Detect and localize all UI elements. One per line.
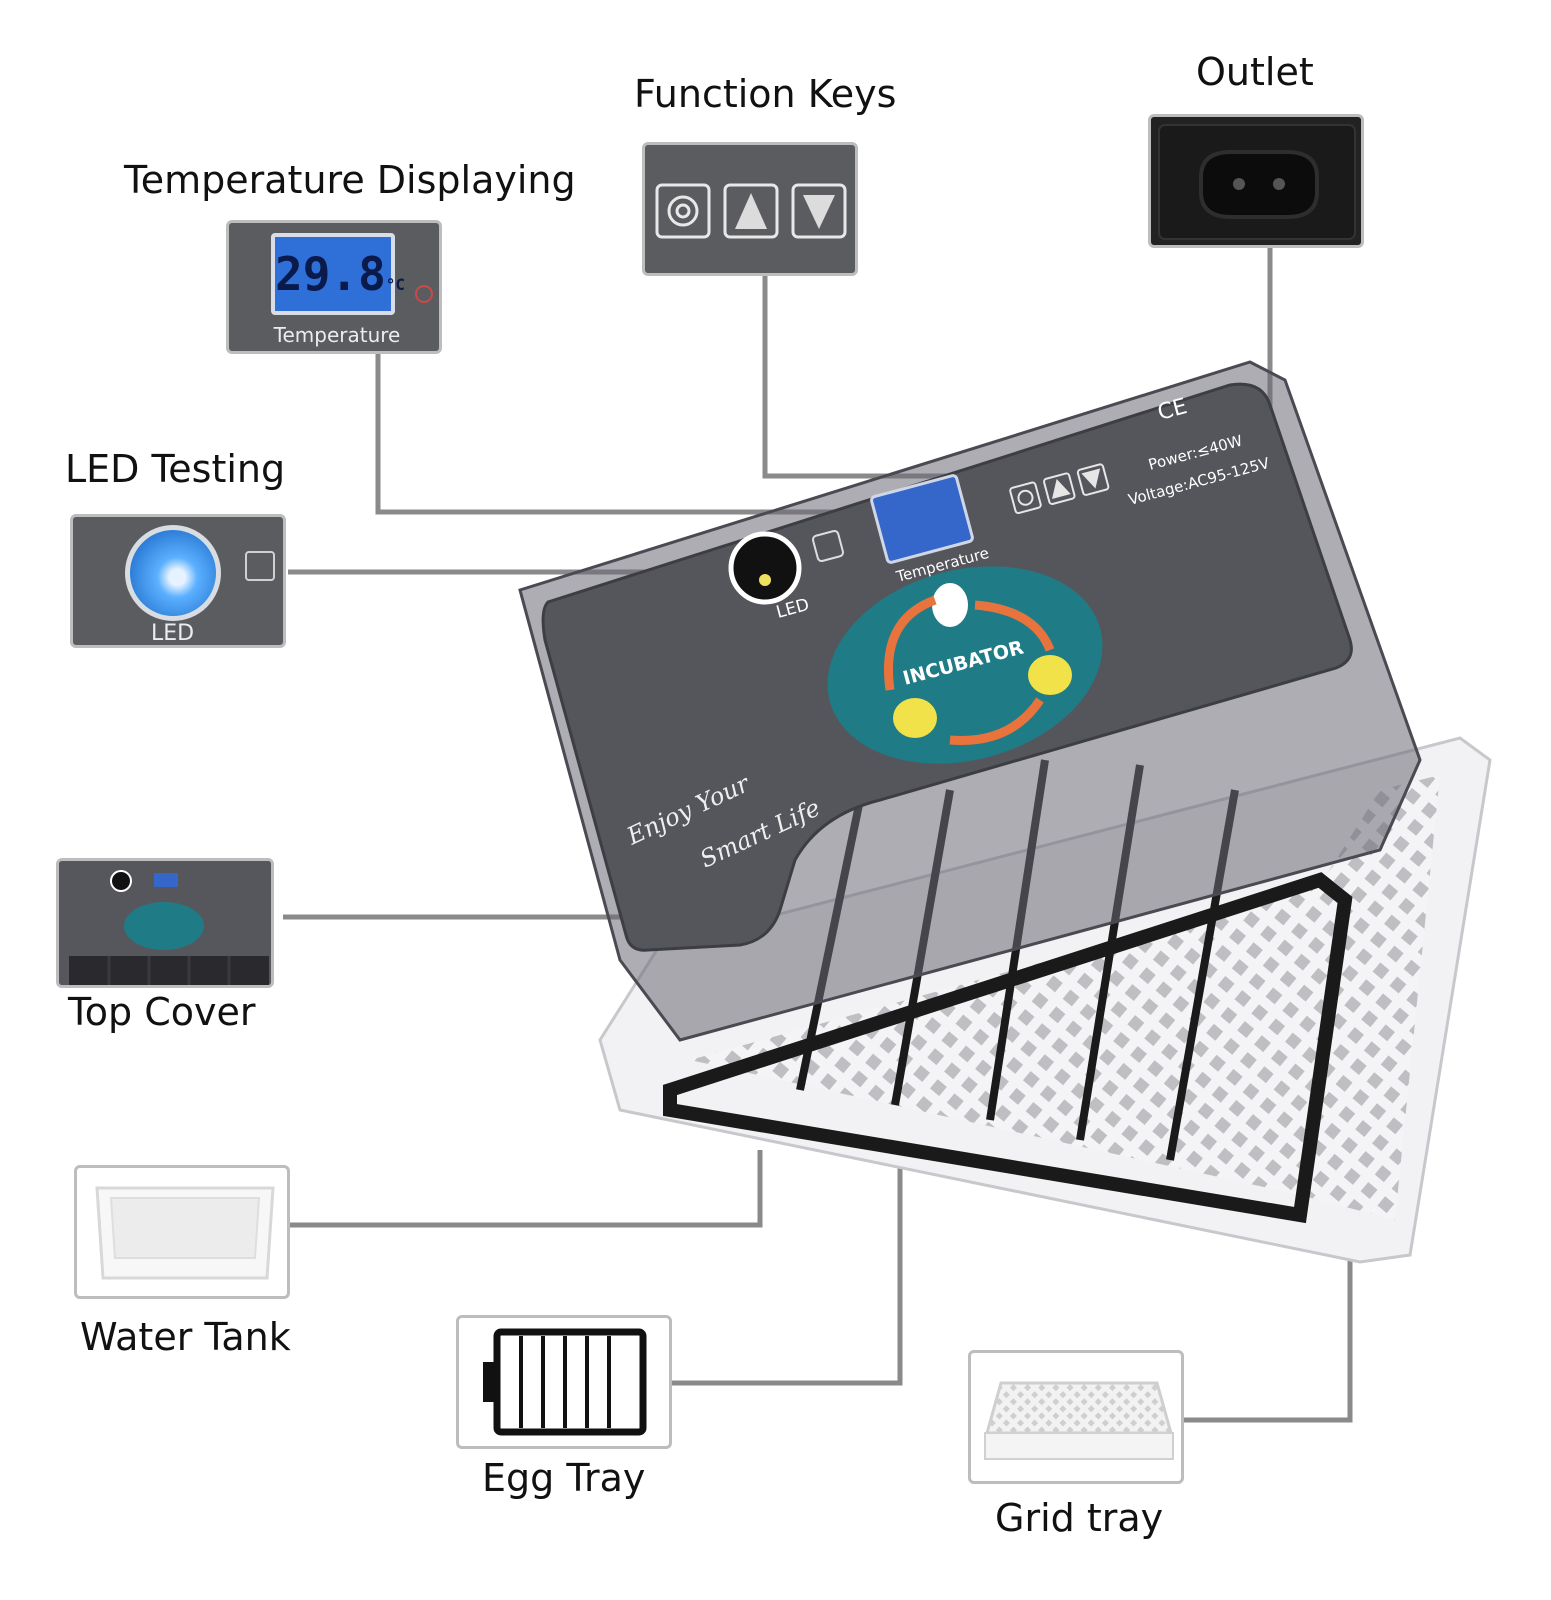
power-socket-icon [1158,124,1356,240]
indicator-icon [415,285,433,303]
temperature-displaying-label: Temperature Displaying [124,158,576,202]
grid-tray-connector [1178,1185,1353,1423]
lcd-screen: 29.8°C [271,233,405,315]
up-arrow-icon [735,193,767,229]
cycle-arrows [884,595,1055,745]
temperature-unit: °C [385,275,406,294]
grid-tray-label: Grid tray [995,1496,1164,1540]
grid-mesh [690,775,1440,1220]
chick-icon-right [1028,655,1072,695]
water-tank-detail [74,1165,290,1299]
outlet-detail [1148,114,1364,248]
led-caption: LED [151,621,195,646]
function-keys-detail [642,142,858,276]
panel-lcd [870,474,974,564]
led-testing-label: LED Testing [65,447,286,491]
egg-icon [932,583,968,627]
egg-tray-label: Egg Tray [482,1456,646,1500]
outlet-label: Outlet [1196,50,1314,94]
panel-led-button [728,531,802,605]
chick-icon-left [893,698,937,738]
water-tank-label: Water Tank [80,1315,291,1359]
top-cover-detail [56,858,274,988]
egg-tray-thumbnail [483,1328,647,1436]
temperature-display-detail: 29.8°C Temperature [226,220,442,354]
water-tank-thumbnail [95,1186,275,1280]
temperature-caption: Temperature [273,323,401,347]
egg-tray-connector [668,1130,903,1386]
down-arrow-icon [803,195,835,229]
temperature-reading: 29.8 [275,247,386,301]
panel-function-keys [1009,463,1110,515]
grid-tray-thumbnail [984,1381,1174,1460]
egg-tray-detail [456,1315,672,1449]
function-keys-icons [655,183,847,239]
gear-icon [667,195,699,227]
function-keys-label: Function Keys [634,72,897,116]
bulb-icon [245,551,275,581]
led-testing-detail: LED [70,514,286,648]
top-cover-thumbnail [59,861,271,985]
water-tank-connector [290,1150,763,1228]
panel-bulb-icon [811,529,845,563]
temperature-connector [375,350,888,515]
led-light-icon [125,525,221,621]
top-cover-label: Top Cover [68,990,256,1034]
grid-tray-detail [968,1350,1184,1484]
